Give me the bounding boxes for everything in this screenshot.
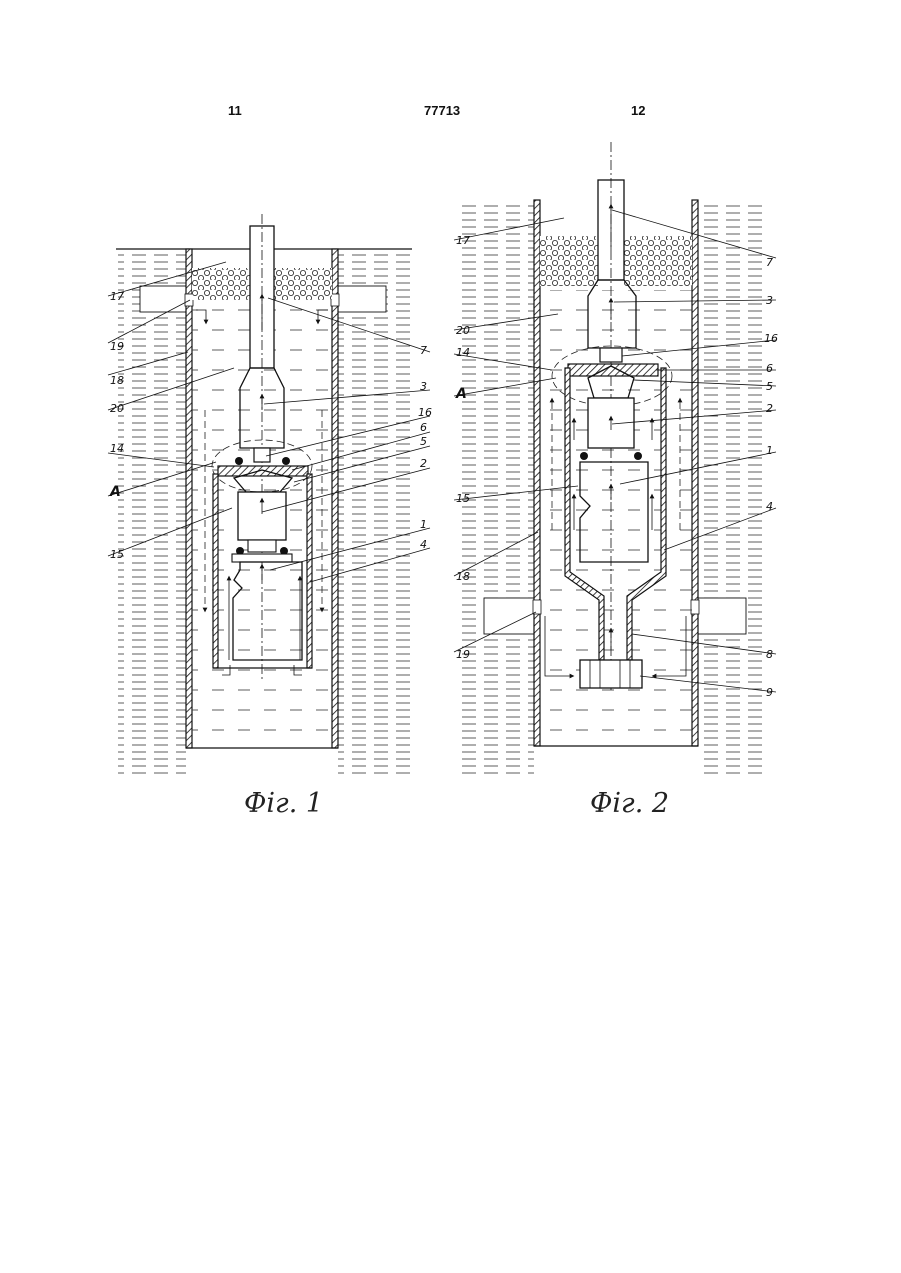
fig1-casing-right xyxy=(332,249,338,748)
fig2-label-A: A xyxy=(455,386,467,402)
fig1-label-5: 5 xyxy=(420,435,427,448)
fig2-gravel xyxy=(540,236,598,286)
fig2-label-18: 18 xyxy=(456,570,470,583)
fig1-label-18: 18 xyxy=(110,374,124,387)
fig2-label-7: 7 xyxy=(766,256,773,269)
fig1-label-7: 7 xyxy=(420,344,427,357)
fig1-label-1: 1 xyxy=(420,518,427,531)
fig1-label-A: A xyxy=(109,484,121,500)
fig2-caption: Фіг. 2 xyxy=(590,788,669,819)
fig1-label-6: 6 xyxy=(420,421,427,434)
fig2-label-15: 15 xyxy=(456,492,470,505)
fig2-label-5: 5 xyxy=(766,380,773,393)
fig1-label-16: 16 xyxy=(418,406,432,419)
fig1-label-3: 3 xyxy=(420,380,427,393)
fig2-casing-right xyxy=(692,200,698,746)
fig1-label-14: 14 xyxy=(110,442,124,455)
fig2-seal-plate xyxy=(568,364,658,376)
fig2-label-3: 3 xyxy=(766,294,773,307)
fig1-motor xyxy=(238,492,286,540)
fig1-label-17: 17 xyxy=(110,290,124,303)
fig2-label-17: 17 xyxy=(456,234,470,247)
fig1-gravel xyxy=(192,268,250,300)
fig2-filter xyxy=(580,660,642,688)
fig2-casing-left xyxy=(534,200,540,746)
fig2-label-2: 2 xyxy=(766,402,773,415)
figure-2: 17 20 14 A 15 18 19 7 3 16 6 5 2 1 4 8 9… xyxy=(454,142,778,819)
fig2-label-6: 6 xyxy=(766,362,773,375)
fig1-ground-right xyxy=(338,252,410,776)
fig1-seal-plate xyxy=(218,466,308,476)
fig2-label-19: 19 xyxy=(456,648,470,661)
fig1-label-4: 4 xyxy=(420,538,427,551)
fig2-label-14: 14 xyxy=(456,346,470,359)
fig2-label-4: 4 xyxy=(766,500,773,513)
fig1-casing-left xyxy=(186,249,192,748)
fig1-label-15: 15 xyxy=(110,548,124,561)
fig1-caption: Фіг. 1 xyxy=(244,788,323,819)
fig1-ground-left xyxy=(118,252,186,776)
figure-1: 17 19 18 20 14 A 15 7 3 16 6 5 2 1 4 Фіг… xyxy=(108,214,432,819)
fig2-label-9: 9 xyxy=(766,686,773,699)
fig2-ground-left xyxy=(462,202,534,776)
fig1-label-2: 2 xyxy=(420,457,427,470)
fig1-housing-left xyxy=(213,474,218,668)
fig1-label-19: 19 xyxy=(110,340,124,353)
fig2-label-16: 16 xyxy=(764,332,778,345)
fig2-label-1: 1 xyxy=(766,444,773,457)
fig2-label-8: 8 xyxy=(766,648,773,661)
fig1-housing-right xyxy=(307,474,312,668)
fig1-label-20: 20 xyxy=(110,402,124,415)
fig2-label-20: 20 xyxy=(456,324,470,337)
